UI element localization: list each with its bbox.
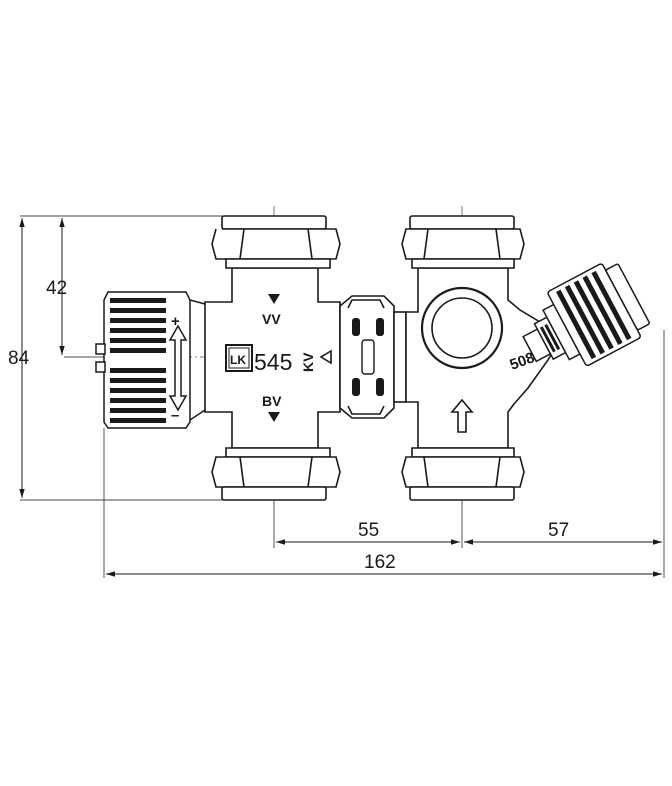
round-port — [420, 286, 504, 370]
left-adjustment-knob — [95, 291, 206, 429]
right-top-compression-nut — [401, 215, 525, 269]
right-bottom-compression-nut — [401, 447, 525, 501]
dim-42-label: 42 — [46, 278, 67, 299]
angled-cap-grip-ribs — [539, 270, 632, 360]
dim-162-label: 162 — [364, 552, 396, 573]
kv-label: KV — [300, 352, 316, 372]
bv-label: BV — [262, 393, 282, 409]
kv-triangle-icon — [319, 349, 332, 365]
dimension-lines — [19, 218, 662, 577]
left-knob-grip-ribs — [110, 298, 166, 423]
lk-logo: LK — [225, 344, 253, 372]
left-top-compression-nut — [211, 215, 341, 269]
bv-down-arrow-icon — [268, 412, 280, 422]
left-bottom-compression-nut — [211, 447, 341, 501]
plus-sign: + — [171, 313, 180, 330]
vv-down-arrow-icon — [268, 294, 280, 304]
double-arrow-icon — [168, 324, 188, 412]
dim-57-label: 57 — [548, 520, 569, 541]
center-coupling-ribs — [352, 318, 384, 396]
dimension-labels: 84 42 55 57 162 — [8, 278, 569, 573]
flow-up-arrow-icon — [450, 398, 474, 433]
vv-label: VV — [262, 311, 281, 327]
extension-lines — [20, 215, 665, 578]
model-545-label: 545 — [254, 349, 292, 375]
dim-55-label: 55 — [358, 520, 379, 541]
dim-84-label: 84 — [8, 348, 30, 369]
minus-sign: – — [171, 407, 179, 424]
brand-label: LK — [230, 353, 246, 367]
